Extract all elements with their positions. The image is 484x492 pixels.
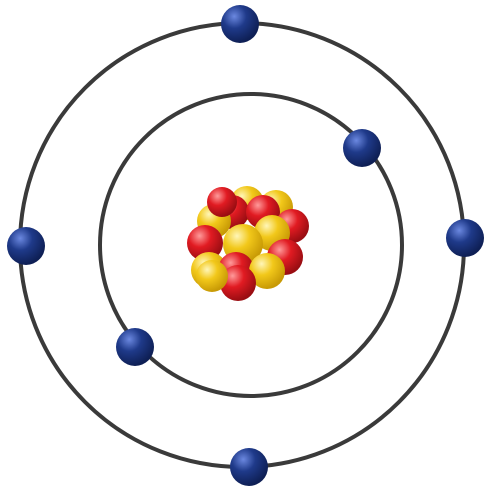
electron <box>116 328 154 366</box>
electron <box>7 227 45 265</box>
nucleus <box>187 186 309 301</box>
electron <box>221 5 259 43</box>
proton <box>207 187 237 217</box>
electron <box>343 129 381 167</box>
electron <box>230 448 268 486</box>
electron <box>446 219 484 257</box>
neutron <box>196 260 228 292</box>
